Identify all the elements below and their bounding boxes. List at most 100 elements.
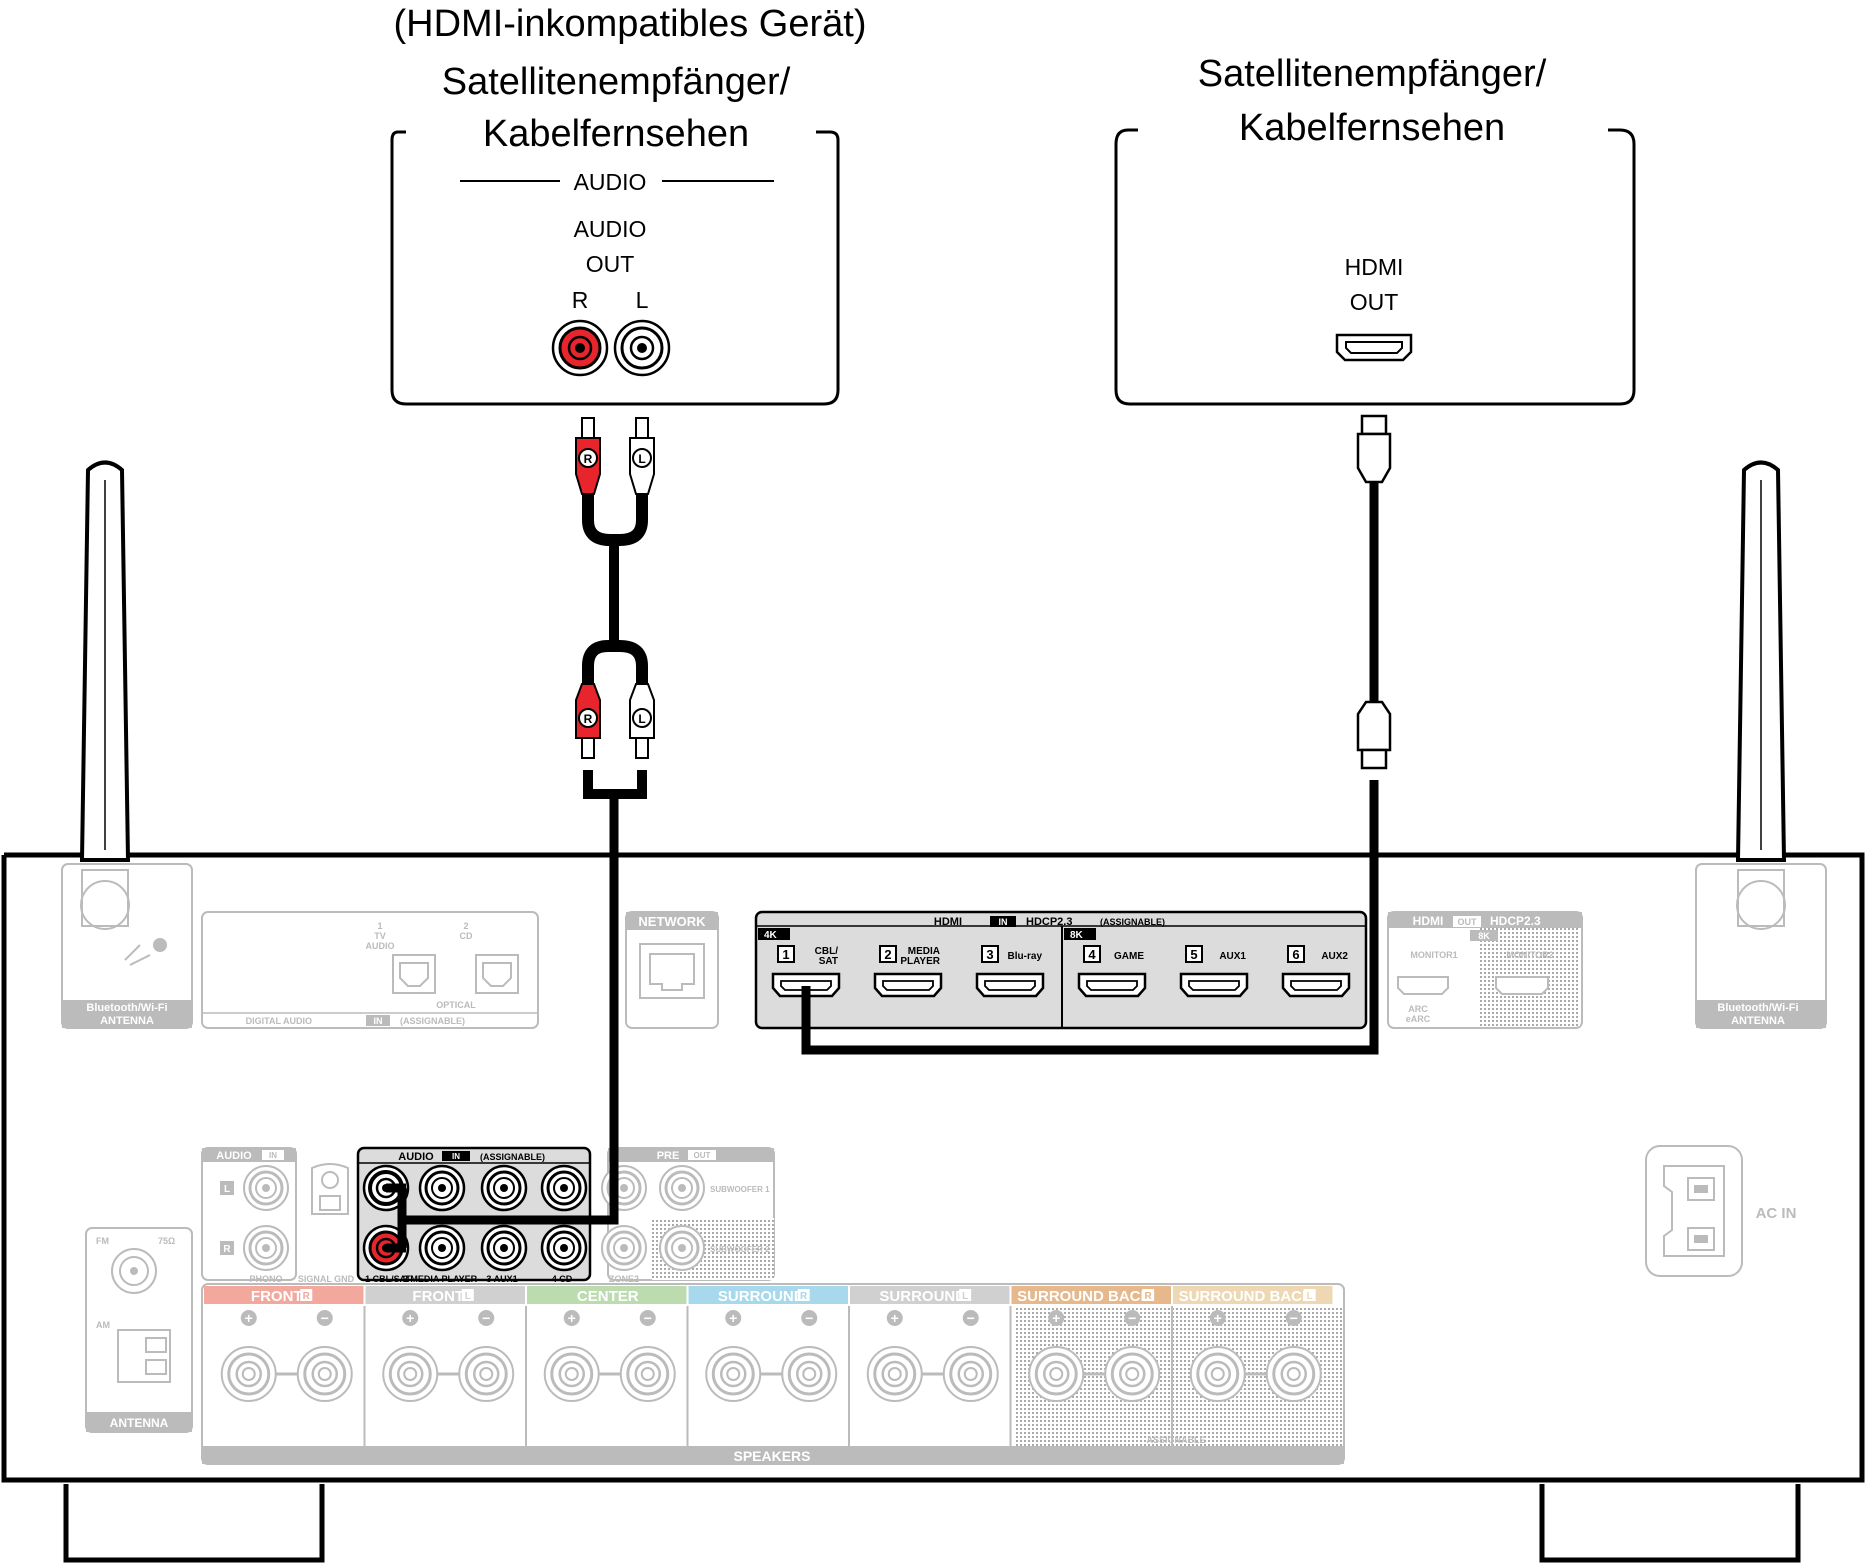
rca-plug-r-top: R — [575, 417, 601, 495]
hdmi-in-port-name: AUX1 — [1219, 951, 1246, 962]
digital-audio-assignable: (ASSIGNABLE) — [400, 1016, 465, 1026]
zone2-label: ZONE2 — [609, 1274, 639, 1284]
plug-l-bottom-label: L — [638, 712, 645, 726]
ac-inlet: AC IN — [1645, 1145, 1796, 1277]
badge-8k: 8K — [1070, 930, 1084, 941]
zone2-l-jack — [600, 1164, 648, 1212]
hdmi-out-8k: 8K — [1478, 931, 1490, 941]
plug-l-top-label: L — [638, 452, 645, 466]
monitor2-label: MONITOR2 — [1506, 950, 1553, 960]
foot-right — [1539, 1484, 1801, 1563]
speaker-post-plus — [1027, 1345, 1085, 1403]
right-device-title-2: Kabelfernsehen — [1239, 107, 1505, 149]
speaker-group-label: CENTER — [577, 1288, 639, 1305]
phono-r-label: R — [223, 1244, 231, 1255]
speakers-assignable: ASSIGNABLE — [1146, 1435, 1205, 1445]
arc-label: ARC — [1408, 1004, 1428, 1014]
speaker-side-badge: R — [1145, 1291, 1153, 1302]
subwoofer1-label: SUBWOOFER 1 — [710, 1185, 770, 1194]
speaker-post-minus — [296, 1345, 354, 1403]
audio-out-label-1: AUDIO — [574, 216, 647, 242]
audio-in-jack-r-2 — [418, 1224, 466, 1272]
receiver-rear-panel: Bluetooth/Wi-Fi ANTENNA Bluetooth/Wi-Fi … — [1, 460, 1865, 1563]
audio-in-badge: IN — [452, 1152, 460, 1161]
hdmi-in-port-name: Blu-ray — [1008, 951, 1043, 962]
tuner-antenna-panel: FM 75Ω AM ANTENNA — [85, 1227, 193, 1433]
audio-out-l-jack — [613, 319, 671, 377]
minus-sign: − — [482, 1310, 490, 1326]
speaker-group-label: FRONT — [412, 1288, 464, 1305]
hdmi-in-port-num: 3 — [986, 947, 993, 962]
phono-label: PHONO — [249, 1274, 282, 1284]
bt-antenna-label-right-1: Bluetooth/Wi-Fi — [1717, 1002, 1798, 1014]
hdmi-in-badge: IN — [999, 917, 1008, 927]
speaker-group-label: SURROUND — [879, 1288, 966, 1305]
plus-sign: + — [729, 1310, 737, 1326]
right-device-title-1: Satellitenempfänger/ — [1198, 53, 1547, 95]
hdmi-socket — [1179, 972, 1249, 998]
plus-sign: + — [891, 1310, 899, 1326]
wireless-icon — [124, 938, 167, 966]
hdmi-in-header: HDMI — [934, 916, 962, 928]
speaker-post-minus — [457, 1345, 515, 1403]
fm-ohm-label: 75Ω — [158, 1236, 175, 1246]
phono-l-jack — [242, 1164, 290, 1212]
optical-port-2 — [475, 954, 519, 994]
left-device-title-3: Kabelfernsehen — [483, 113, 749, 155]
bt-antenna-label-1: Bluetooth/Wi-Fi — [86, 1002, 167, 1014]
left-source-device: (HDMI-inkompatibles Gerät) Satellitenemp… — [390, 3, 867, 406]
hdmi-out-badge: OUT — [1458, 917, 1478, 927]
hdmi-socket — [975, 972, 1045, 998]
hdmi-in-port-name-2: SAT — [819, 956, 838, 967]
pre-out-header: PRE — [657, 1150, 680, 1162]
hdmi-out-label-1: HDMI — [1345, 254, 1404, 280]
audio-out-r-label: R — [572, 287, 589, 313]
pre-out-badge: OUT — [694, 1151, 711, 1160]
pre-out-panel: PRE OUT SUBWOOFER 1 SUBWOOFER 2 ZONE2 — [600, 1147, 775, 1284]
optical-1-name-2: AUDIO — [366, 941, 395, 951]
hdmi-in-port-name: AUX2 — [1321, 951, 1348, 962]
minus-sign: − — [1128, 1310, 1136, 1326]
antenna-footer: ANTENNA — [110, 1416, 169, 1430]
audio-in-input-label: 4 CD — [552, 1274, 573, 1284]
speaker-post-plus — [543, 1345, 601, 1403]
audio-out-l-label: L — [636, 287, 649, 313]
subwoofer2-label: SUBWOOFER 2 — [710, 1245, 770, 1254]
speaker-post-minus — [1265, 1345, 1323, 1403]
audio-section-label: AUDIO — [574, 169, 647, 195]
optical-1-num: 1 — [377, 921, 382, 931]
plug-r-bottom-label: R — [584, 712, 593, 726]
optical-2-name: CD — [460, 931, 473, 941]
minus-sign: − — [321, 1310, 329, 1326]
speaker-group-label: FRONT — [251, 1288, 303, 1305]
hdmi-out-port — [1335, 333, 1413, 362]
hdmi-out-hdcp: HDCP2.3 — [1490, 914, 1541, 928]
phono-input-panel: AUDIO IN L R PHONO SIGNAL GND — [201, 1147, 355, 1284]
audio-in-jack-l-2 — [418, 1164, 466, 1212]
speaker-post-minus — [619, 1345, 677, 1403]
network-port-panel: NETWORK — [625, 911, 719, 1029]
zone2-r-jack — [600, 1224, 648, 1272]
minus-sign: − — [1290, 1310, 1298, 1326]
plug-r-top-label: R — [584, 452, 593, 466]
signal-gnd-label: SIGNAL GND — [298, 1274, 355, 1284]
speaker-post-minus — [1103, 1345, 1161, 1403]
optical-1-name-1: TV — [374, 931, 386, 941]
hdmi-socket — [873, 972, 943, 998]
speaker-post-minus — [942, 1345, 1000, 1403]
speaker-post-plus — [381, 1345, 439, 1403]
bt-antenna-label-right-2: ANTENNA — [1731, 1015, 1785, 1027]
monitor1-label: MONITOR1 — [1410, 950, 1457, 960]
optical-2-num: 2 — [463, 921, 468, 931]
phono-l-label: L — [224, 1184, 230, 1195]
